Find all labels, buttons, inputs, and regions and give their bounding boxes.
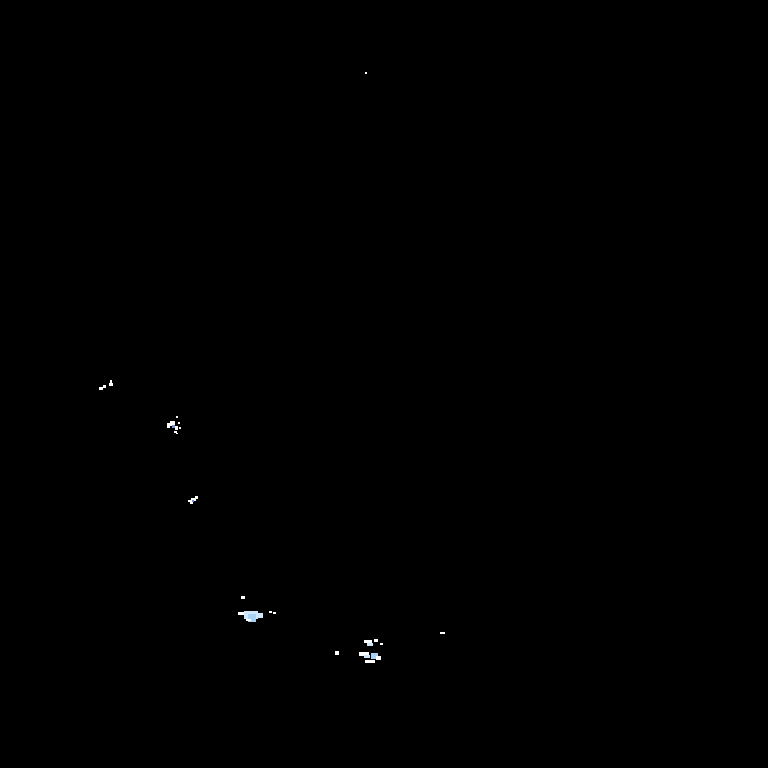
speck-fragment — [172, 425, 175, 428]
speck-fragment — [174, 431, 177, 433]
speck-fragment — [178, 422, 180, 424]
speck-fragment — [376, 656, 381, 660]
speck-fragment — [359, 652, 369, 656]
speck-fragment — [374, 639, 378, 642]
speck-fragment — [364, 655, 370, 658]
speck-fragment — [195, 496, 198, 499]
speck-fragment — [269, 611, 272, 613]
speck-fragment — [365, 72, 367, 74]
speck-fragment — [238, 612, 244, 615]
speck-fragment — [371, 653, 378, 659]
speck-fragment — [191, 498, 196, 501]
speck-fragment — [176, 433, 178, 434]
speck-fragment — [256, 613, 263, 618]
speck-fragment — [170, 421, 175, 426]
speck-fragment — [167, 423, 170, 428]
speck-fragment — [248, 614, 256, 622]
speck-fragment — [273, 612, 276, 614]
speck-fragment — [179, 427, 181, 429]
speck-fragment — [380, 643, 383, 645]
speck-fragment — [241, 596, 245, 599]
speck-fragment — [188, 500, 193, 502]
speck-fragment — [175, 426, 178, 430]
speck-fragment — [335, 651, 339, 655]
speck-fragment — [99, 387, 103, 390]
speck-fragment — [103, 385, 106, 388]
speck-fragment — [190, 502, 193, 504]
speck-fragment — [246, 619, 251, 621]
speck-fragment — [109, 383, 113, 386]
speck-fragment — [192, 500, 194, 502]
speck-fragment — [176, 416, 178, 418]
speck-fragment — [364, 640, 372, 643]
speck-fragment — [367, 643, 373, 646]
speck-fragment — [440, 632, 445, 634]
speck-fragment — [110, 380, 112, 384]
speck-fragment — [365, 660, 375, 663]
